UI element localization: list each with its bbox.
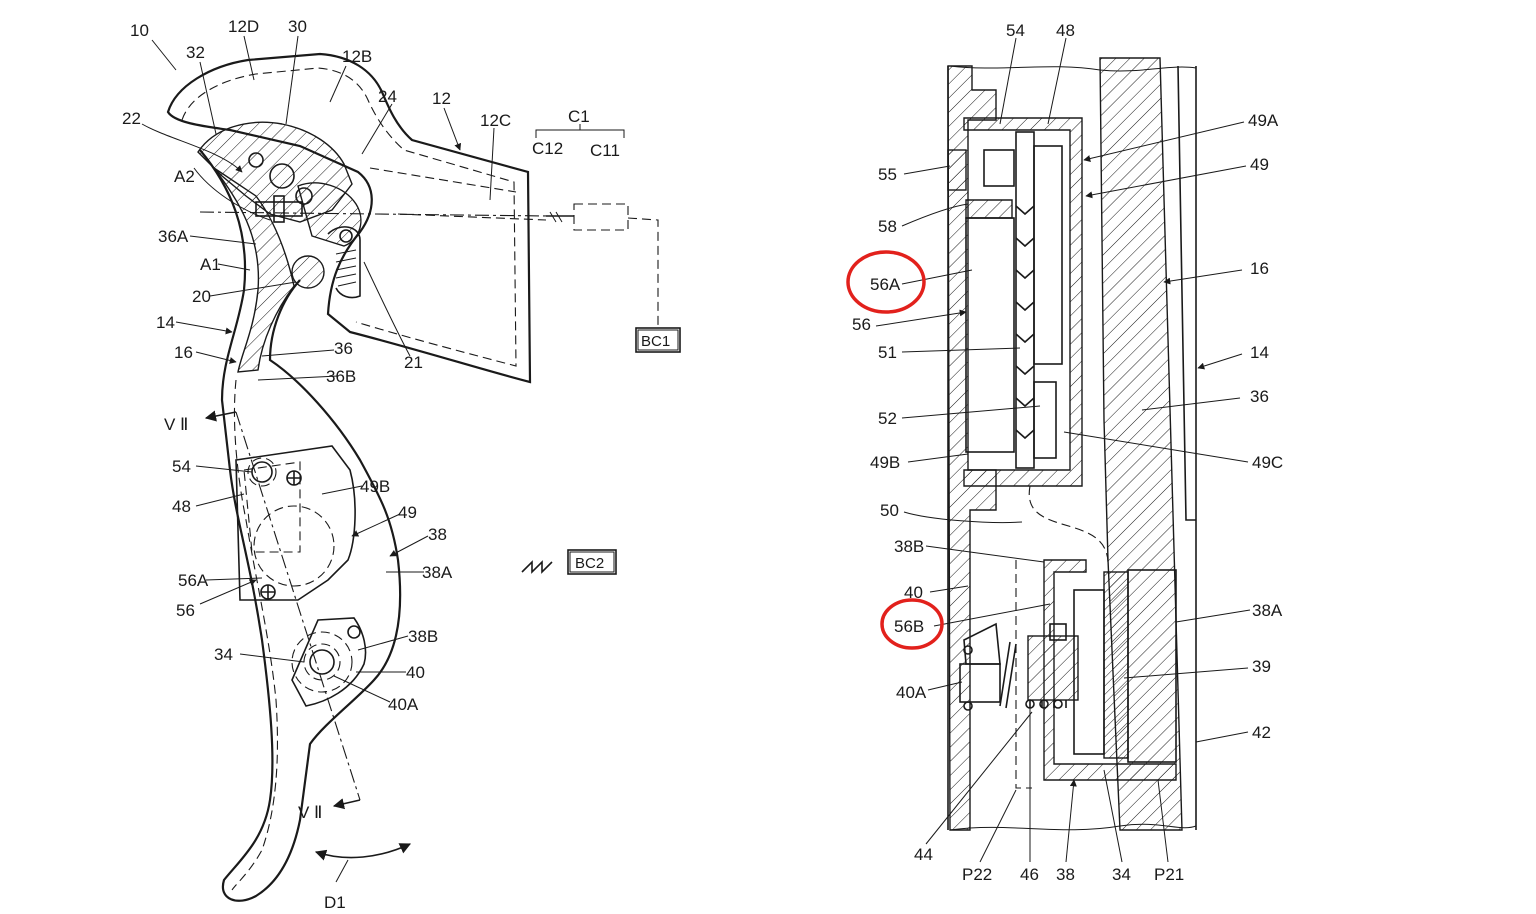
label-VII-bottom: V Ⅱ [298, 803, 322, 822]
label-r14: 14 [1250, 343, 1269, 362]
label-40: 40 [406, 663, 425, 682]
label-r56B: 56B [894, 617, 924, 636]
label-38B: 38B [408, 627, 438, 646]
label-r36: 36 [1250, 387, 1269, 406]
label-30: 30 [288, 17, 307, 36]
label-C1: C1 [568, 107, 590, 126]
label-36: 36 [334, 339, 353, 358]
label-r38B: 38B [894, 537, 924, 556]
label-r42: 42 [1252, 723, 1271, 742]
label-r16: 16 [1250, 259, 1269, 278]
label-r51: 51 [878, 343, 897, 362]
label-r39: 39 [1252, 657, 1271, 676]
box-bc1-label: BC1 [641, 333, 670, 350]
label-r49C: 49C [1252, 453, 1283, 472]
box-bc2 [567, 549, 617, 575]
left-view-drawing: BC1 BC2 10 12D [122, 17, 681, 912]
label-r49B: 49B [870, 453, 900, 472]
label-rP21: P21 [1154, 865, 1184, 884]
label-r56: 56 [852, 315, 871, 334]
label-r52: 52 [878, 409, 897, 428]
label-r49A: 49A [1248, 111, 1279, 130]
label-rP22: P22 [962, 865, 992, 884]
label-12C: 12C [480, 111, 511, 130]
label-14: 14 [156, 313, 175, 332]
label-24: 24 [378, 87, 397, 106]
label-12D: 12D [228, 17, 259, 36]
label-r54: 54 [1006, 21, 1025, 40]
label-16: 16 [174, 343, 193, 362]
label-A2: A2 [174, 167, 195, 186]
label-49B: 49B [360, 477, 390, 496]
label-12B: 12B [342, 47, 372, 66]
label-56: 56 [176, 601, 195, 620]
label-r49: 49 [1250, 155, 1269, 174]
label-r55: 55 [878, 165, 897, 184]
label-36B: 36B [326, 367, 356, 386]
label-A1: A1 [200, 255, 221, 274]
label-40A: 40A [388, 695, 419, 714]
box-bc1 [635, 327, 681, 353]
label-C11: C11 [590, 141, 620, 160]
label-r48: 48 [1056, 21, 1075, 40]
label-32: 32 [186, 43, 205, 62]
label-38A: 38A [422, 563, 453, 582]
label-48: 48 [172, 497, 191, 516]
label-r58: 58 [878, 217, 897, 236]
label-C12: C12 [532, 139, 563, 158]
label-38: 38 [428, 525, 447, 544]
label-VII-top: V Ⅱ [164, 415, 188, 434]
label-34: 34 [214, 645, 233, 664]
label-49: 49 [398, 503, 417, 522]
label-54: 54 [172, 457, 191, 476]
label-r50: 50 [880, 501, 899, 520]
label-r38A: 38A [1252, 601, 1283, 620]
label-36A: 36A [158, 227, 189, 246]
right-view-section: 54 48 49A 49 55 58 56A 16 56 51 14 36 52… [846, 21, 1283, 884]
box-bc2-label: BC2 [575, 555, 604, 572]
label-r40: 40 [904, 583, 923, 602]
label-r38: 38 [1056, 865, 1075, 884]
label-10: 10 [130, 21, 149, 40]
label-r46: 46 [1020, 865, 1039, 884]
label-r44: 44 [914, 845, 933, 864]
highlight-56B [880, 598, 944, 650]
label-56A: 56A [178, 571, 209, 590]
label-D1: D1 [324, 893, 346, 912]
label-20: 20 [192, 287, 211, 306]
label-21: 21 [404, 353, 423, 372]
label-r40A: 40A [896, 683, 927, 702]
highlight-56A [846, 250, 926, 314]
label-r56A: 56A [870, 275, 901, 294]
label-r34: 34 [1112, 865, 1131, 884]
label-22: 22 [122, 109, 141, 128]
label-12: 12 [432, 89, 451, 108]
